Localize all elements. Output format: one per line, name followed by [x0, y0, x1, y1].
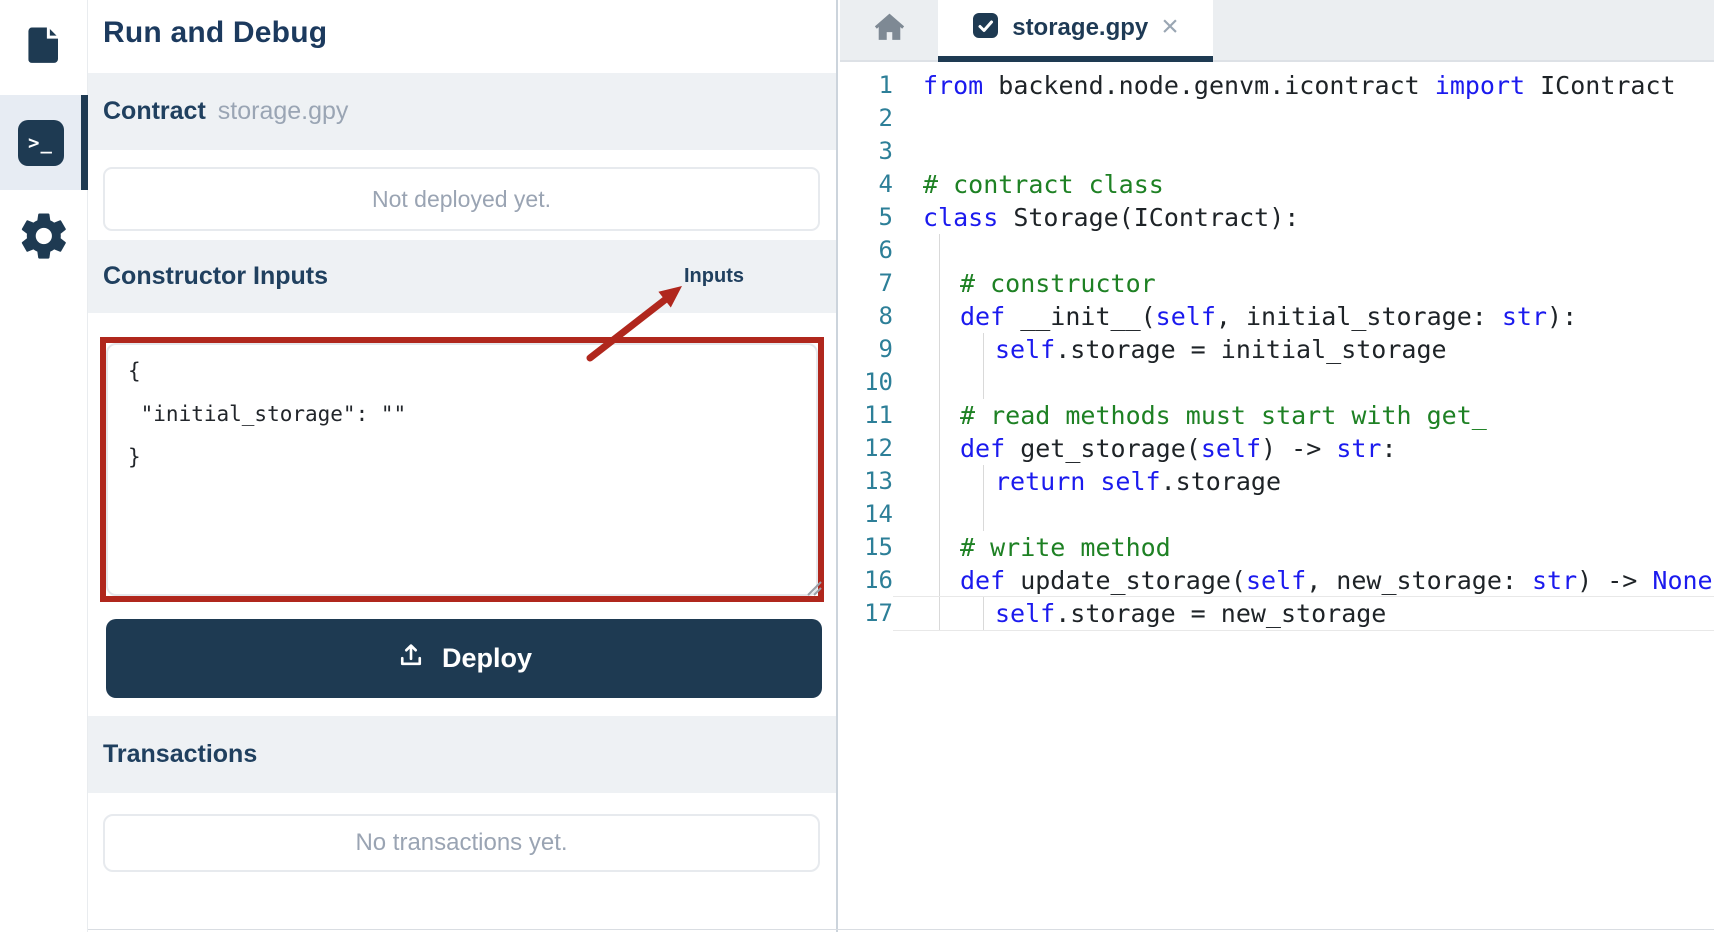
deployment-status-box: Not deployed yet. — [103, 167, 820, 231]
code-text: # write method — [960, 533, 1171, 562]
line-number: 4 — [878, 170, 893, 198]
line-number: 12 — [864, 434, 893, 462]
line-number: 13 — [864, 467, 893, 495]
line-number: 11 — [864, 401, 893, 429]
deploy-button-label: Deploy — [441, 643, 533, 673]
code-line-15[interactable]: 15 # write method — [840, 531, 1714, 564]
annotation-highlight-box: { "initial_storage": "" } — [100, 337, 824, 602]
code-text — [893, 366, 1714, 399]
constructor-section-header: Constructor Inputs Inputs — [88, 240, 836, 313]
code-text — [893, 498, 1714, 531]
panel-title: Run and Debug — [103, 16, 328, 49]
line-number: 5 — [878, 203, 893, 231]
sidebar-item-files[interactable] — [0, 18, 88, 76]
line-number: 14 — [864, 500, 893, 528]
line-number: 6 — [878, 236, 893, 264]
editor-tabbar: storage.gpy × — [840, 0, 1714, 62]
code-line-8[interactable]: 8 def __init__(self, initial_storage: str… — [840, 300, 1714, 333]
code-line-14[interactable]: 14 — [840, 498, 1714, 531]
inputs-toggle[interactable]: Inputs — [684, 265, 744, 287]
code-text: # read methods must start with get_ — [960, 401, 1487, 430]
run-debug-panel: Run and Debug Contract storage.gpy Not d… — [88, 0, 838, 932]
home-button[interactable] — [840, 0, 938, 60]
transactions-section-header: Transactions — [88, 716, 836, 793]
code-line-9[interactable]: 9 self.storage = initial_storage — [840, 333, 1714, 366]
line-number: 8 — [878, 302, 893, 330]
code-text: def __init__(self, initial_storage: str)… — [960, 302, 1578, 331]
contract-section-header: Contract storage.gpy — [88, 73, 836, 150]
gear-icon — [17, 209, 71, 268]
code-line-6[interactable]: 6 — [840, 234, 1714, 267]
line-number: 16 — [864, 566, 893, 594]
indent-guide — [983, 597, 984, 630]
tab-title: storage.gpy — [1012, 14, 1149, 41]
code-line-11[interactable]: 11 # read methods must start with get_ — [840, 399, 1714, 432]
transactions-empty-box: No transactions yet. — [103, 814, 820, 872]
terminal-icon: >_ — [17, 119, 64, 166]
code-text: def update_storage(self, new_storage: st… — [960, 566, 1713, 595]
line-number: 10 — [864, 368, 893, 396]
code-line-3[interactable]: 3 — [840, 135, 1714, 168]
code-line-2[interactable]: 2 — [840, 102, 1714, 135]
code-line-1[interactable]: 1 from backend.node.genvm.icontract impor… — [840, 69, 1714, 102]
code-text — [893, 234, 1714, 267]
indent-guide — [939, 234, 940, 630]
tab-storage-gpy[interactable]: storage.gpy × — [938, 0, 1213, 62]
code-line-16[interactable]: 16 def update_storage(self, new_storage: … — [840, 564, 1714, 597]
indent-guide — [983, 333, 984, 399]
code-line-13[interactable]: 13 return self.storage — [840, 465, 1714, 498]
transactions-empty-text: No transactions yet. — [355, 829, 568, 856]
line-number: 17 — [864, 599, 893, 627]
upload-icon — [396, 640, 426, 677]
constructor-inputs-textarea[interactable]: { "initial_storage": "" } — [106, 343, 818, 596]
terminal-glyph: >_ — [28, 131, 53, 154]
code-text: from backend.node.genvm.icontract import… — [923, 71, 1676, 100]
code-text: self.storage = initial_storage — [995, 335, 1447, 364]
code-text: self.storage = new_storage — [893, 597, 1714, 630]
indent-guide — [983, 465, 984, 531]
line-number: 1 — [878, 71, 893, 99]
deployment-status-text: Not deployed yet. — [371, 185, 551, 212]
code-line-12[interactable]: 12 def get_storage(self) -> str: — [840, 432, 1714, 465]
check-badge-icon — [972, 12, 999, 44]
contract-label: Contract — [103, 97, 206, 125]
code-line-5[interactable]: 5 class Storage(IContract): — [840, 201, 1714, 234]
code-text — [893, 135, 1714, 168]
file-icon — [23, 22, 65, 73]
code-line-4[interactable]: 4 # contract class — [840, 168, 1714, 201]
transactions-label: Transactions — [103, 740, 258, 768]
code-area[interactable]: 1 from backend.node.genvm.icontract impor… — [840, 62, 1714, 932]
code-line-10[interactable]: 10 — [840, 366, 1714, 399]
code-text: class Storage(IContract): — [923, 203, 1300, 232]
code-text: # constructor — [960, 269, 1156, 298]
code-text: return self.storage — [995, 467, 1282, 496]
code-text: def get_storage(self) -> str: — [960, 434, 1397, 463]
line-number: 15 — [864, 533, 893, 561]
deploy-button[interactable]: Deploy — [106, 619, 822, 698]
constructor-inputs-label: Constructor Inputs — [103, 262, 328, 290]
bottom-divider — [88, 929, 1714, 930]
resize-handle[interactable] — [803, 577, 822, 601]
icon-sidebar: >_ — [0, 0, 88, 932]
sidebar-item-settings[interactable] — [0, 203, 88, 273]
line-number: 3 — [878, 137, 893, 165]
code-line-7[interactable]: 7 # constructor — [840, 267, 1714, 300]
code-text — [893, 102, 1714, 135]
tab-close-icon[interactable]: × — [1161, 9, 1179, 43]
home-icon — [871, 9, 908, 51]
code-editor: storage.gpy × 1 from backend.node.genvm.i… — [840, 0, 1714, 932]
code-text: # contract class — [923, 170, 1164, 199]
line-number: 9 — [878, 335, 893, 363]
line-number: 2 — [878, 104, 893, 132]
line-number: 7 — [878, 269, 893, 297]
sidebar-item-run-debug[interactable]: >_ — [0, 95, 88, 190]
contract-filename: storage.gpy — [217, 97, 349, 125]
